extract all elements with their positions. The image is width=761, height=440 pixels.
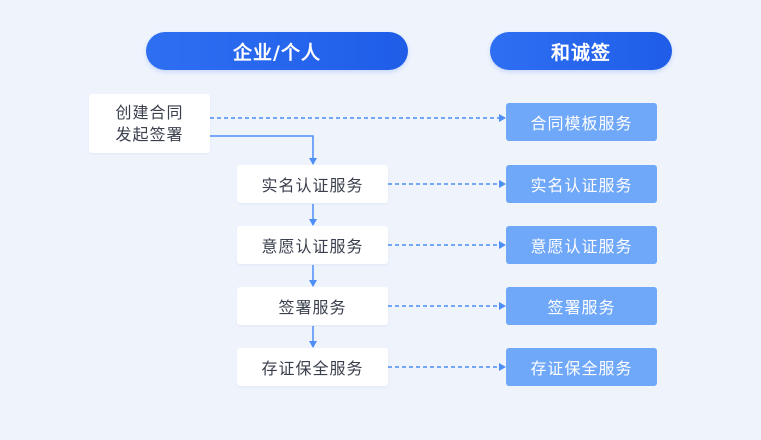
create-contract-card: 创建合同 发起签署 [89,94,210,153]
header-left-label: 企业/个人 [233,41,321,64]
step-label: 存证保全服务 [261,359,364,378]
service-box-template: 合同模板服务 [506,103,657,141]
step-card-signing: 签署服务 [237,287,388,325]
header-right-label: 和诚签 [550,41,611,64]
step-label: 签署服务 [278,298,347,317]
start-step-line2: 发起签署 [115,124,184,144]
header-enterprise-individual: 企业/个人 [146,32,408,70]
step-label: 实名认证服务 [261,176,364,195]
step-label: 意愿认证服务 [261,237,364,256]
step-card-preservation: 存证保全服务 [237,348,388,386]
service-box-realname: 实名认证服务 [506,165,657,203]
service-label: 意愿认证服务 [530,237,633,256]
service-box-intention: 意愿认证服务 [506,226,657,264]
service-label: 存证保全服务 [530,359,633,378]
service-label: 实名认证服务 [530,176,633,195]
start-to-step1-connector [210,135,317,165]
service-label: 签署服务 [547,298,616,317]
step-card-intention: 意愿认证服务 [237,226,388,264]
start-step-line1: 创建合同 [115,102,184,122]
service-box-preservation: 存证保全服务 [506,348,657,386]
service-label: 合同模板服务 [530,114,633,133]
header-hechengqian: 和诚签 [490,32,672,70]
step-card-realname: 实名认证服务 [237,165,388,203]
service-box-signing: 签署服务 [506,287,657,325]
